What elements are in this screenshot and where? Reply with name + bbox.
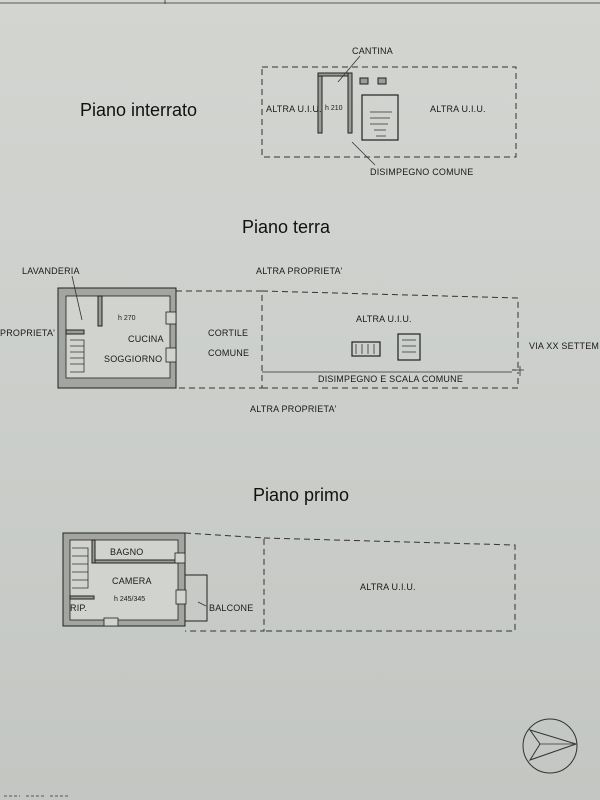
ground-other-unit-outline [261, 290, 519, 389]
cortile-label: CORTILE [208, 328, 248, 338]
ground-stair-core-1-steps [355, 344, 375, 354]
ground-altra-uiu-label: ALTRA U.I.U. [356, 314, 412, 324]
disimpegno-scala-label: DISIMPEGNO E SCALA COMUNE [318, 374, 463, 384]
rip-label: RIP. [70, 603, 87, 613]
ground-stair-core-2 [397, 333, 421, 361]
first-other-unit-outline [263, 537, 516, 632]
first-floor-plan: Piano primo BAGNO CAMERA h 245/345 RIP. … [62, 485, 516, 632]
lavanderia-partition [97, 295, 103, 327]
first-cortile-outline [184, 532, 265, 632]
ground-window-2 [165, 347, 177, 363]
first-title: Piano primo [253, 485, 349, 505]
first-altra-uiu-label: ALTRA U.I.U. [360, 582, 416, 592]
lavanderia-label: LAVANDERIA [22, 266, 80, 276]
disimpegno-leader [351, 141, 376, 166]
via-label: VIA XX SETTEM [529, 341, 599, 351]
balcone-label: BALCONE [209, 603, 253, 613]
first-stair [72, 547, 89, 589]
first-height-label: h 245/345 [114, 596, 145, 603]
ground-stair [70, 339, 85, 373]
cantina-leader [337, 55, 361, 83]
cantina-wall-top [317, 72, 353, 77]
cortile-outline [176, 290, 263, 389]
altra-uiu-right-label: ALTRA U.I.U. [430, 104, 486, 114]
camera-label: CAMERA [112, 576, 152, 586]
basement-title: Piano interrato [80, 100, 197, 120]
balcone-door [175, 589, 187, 605]
balcone-leader [197, 601, 207, 607]
altra-proprieta-top-label: ALTRA PROPRIETA' [256, 266, 343, 276]
comune-label: COMUNE [208, 348, 249, 358]
basement-stair-core [361, 94, 399, 141]
basement-pillar-1 [359, 77, 369, 85]
basement-plan: Piano interrato CANTINA ALTRA U.I.U. h 2… [80, 46, 517, 177]
basement-height-label: h 210 [325, 105, 343, 112]
lavanderia-leader [71, 275, 83, 321]
ground-title: Piano terra [242, 217, 331, 237]
cucina-label: CUCINA [128, 334, 164, 344]
disimpegno-comune-label: DISIMPEGNO COMUNE [370, 167, 473, 177]
ground-floor-plan: Piano terra LAVANDERIA ALTRA PROPRIETA' … [0, 217, 599, 414]
balcone-outline [184, 574, 208, 622]
basement-pillar-2 [377, 77, 387, 85]
lavanderia-partition-bottom [65, 329, 85, 335]
rip-partition [69, 595, 95, 600]
basement-outline [261, 66, 517, 158]
altra-uiu-left-label: ALTRA U.I.U. [266, 104, 322, 114]
entrance-marker [516, 366, 524, 376]
north-arrow-icon [522, 718, 578, 774]
bagno-label: BAGNO [110, 547, 144, 557]
basement-stair-steps [370, 111, 392, 137]
cantina-wall-left [317, 72, 323, 134]
ground-stair-core-1 [351, 341, 381, 357]
altra-proprieta-bottom-label: ALTRA PROPRIETA' [250, 404, 337, 414]
soggiorno-label: SOGGIORNO [104, 354, 162, 364]
bagno-partition [91, 559, 179, 564]
first-window-1 [174, 552, 186, 564]
first-window-2 [103, 617, 119, 627]
bagno-partition-side [91, 539, 96, 564]
ground-window-1 [165, 311, 177, 325]
ground-stair-core-2-steps [402, 339, 416, 353]
cantina-wall-right [347, 72, 353, 134]
ground-height-label: h 270 [118, 315, 136, 322]
altra-proprieta-left-label: PROPRIETA' [0, 328, 55, 338]
cantina-label: CANTINA [352, 46, 393, 56]
